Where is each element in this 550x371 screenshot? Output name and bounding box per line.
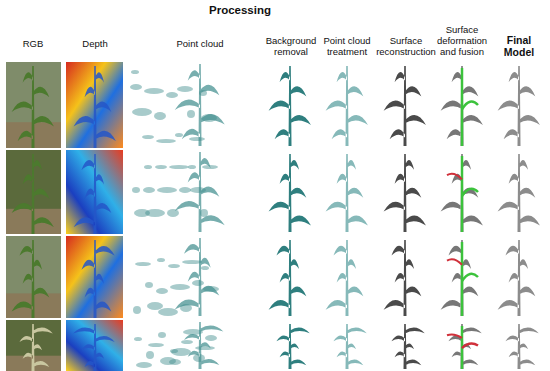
segmented-plant [269, 154, 311, 232]
depth-plant [74, 66, 116, 148]
rgb-photo [6, 236, 61, 318]
point-scatter [175, 133, 183, 137]
column-header: Point cloud [155, 39, 245, 50]
point-scatter [201, 266, 209, 270]
point-scatter [132, 108, 152, 116]
treated-plant [326, 154, 368, 232]
point-scatter [188, 165, 196, 169]
point-scatter [136, 362, 152, 368]
point-scatter [154, 112, 166, 120]
depth-plant [74, 154, 112, 234]
point-scatter [147, 302, 163, 310]
depth-map [66, 62, 123, 148]
point-scatter [192, 280, 204, 286]
fused-plant [448, 324, 481, 369]
depth-plant [81, 240, 114, 318]
point-scatter [169, 359, 181, 365]
column-header: RGB [5, 39, 61, 50]
point-scatter [181, 340, 193, 344]
fusion-leaf [447, 174, 462, 180]
treated-plant [326, 66, 368, 146]
segmented-plant [269, 66, 311, 146]
photo-plant [12, 154, 54, 234]
point-scatter [167, 209, 179, 217]
point-scatter [144, 165, 152, 169]
fusion-leaf [447, 334, 462, 337]
point-scatter [179, 187, 191, 193]
column-header: Surface reconstruction [376, 36, 436, 58]
surface-plant [391, 324, 424, 369]
point-scatter [156, 139, 176, 143]
point-scatter [143, 187, 155, 193]
depth-map [66, 320, 123, 371]
point-scatter [156, 288, 168, 294]
point-scatter [171, 348, 191, 356]
depth-map [66, 150, 123, 234]
point-scatter [145, 209, 165, 217]
point-scatter [205, 335, 217, 341]
photo-plant [12, 66, 54, 148]
treated-plant [333, 324, 366, 369]
final-plant [498, 66, 540, 146]
depth-plant [73, 324, 115, 371]
point-scatter [148, 343, 164, 347]
point-cloud-plant [184, 322, 223, 369]
segmented-plant [276, 324, 309, 369]
final-plant [505, 324, 538, 369]
figure-title: Processing [170, 4, 310, 17]
point-scatter [130, 84, 142, 90]
point-cloud-plant [175, 238, 220, 316]
fusion-leaf [462, 102, 478, 110]
segmented-plant [269, 240, 307, 316]
point-scatter [177, 86, 193, 92]
surface-plant [384, 66, 426, 146]
point-scatter [155, 165, 167, 169]
fusion-leaf [447, 259, 462, 264]
rgb-photo [6, 320, 61, 371]
final-plant [498, 154, 540, 232]
column-header: Background removal [263, 36, 319, 58]
final-plant [498, 240, 536, 316]
point-scatter [146, 351, 154, 359]
fused-plant [441, 154, 483, 232]
point-scatter [131, 70, 139, 74]
point-scatter [158, 332, 166, 338]
photo-plant [19, 324, 52, 371]
column-header: Point cloud treatment [320, 36, 374, 58]
point-scatter [170, 284, 190, 290]
fused-plant [441, 66, 483, 146]
fusion-leaf [462, 274, 478, 281]
point-scatter [157, 187, 177, 193]
surface-plant [384, 240, 422, 316]
fusion-leaf [462, 343, 478, 348]
point-scatter [142, 135, 154, 139]
treated-plant [326, 240, 364, 316]
depth-map [66, 236, 123, 318]
point-scatter [189, 137, 205, 141]
point-scatter [145, 282, 153, 288]
point-scatter [166, 92, 178, 98]
surface-plant [384, 154, 426, 232]
point-scatter [168, 264, 180, 268]
column-header: Depth [67, 39, 123, 50]
point-scatter [144, 88, 164, 94]
photo-plant [12, 240, 50, 318]
point-scatter [187, 110, 195, 118]
point-scatter [133, 306, 141, 314]
point-scatter [157, 258, 165, 262]
point-scatter [195, 346, 215, 350]
rgb-photo [6, 62, 61, 148]
point-scatter [169, 165, 189, 169]
point-scatter [135, 262, 151, 266]
rgb-photo [6, 150, 61, 234]
fusion-leaf [462, 189, 478, 197]
point-scatter [132, 187, 140, 193]
column-header: Final Model [492, 34, 546, 58]
point-scatter [134, 337, 142, 341]
column-header: Surface deformation and fusion [435, 25, 489, 58]
fused-plant [441, 240, 479, 316]
point-cloud-plant [175, 64, 225, 146]
point-cloud-plant [175, 152, 225, 232]
